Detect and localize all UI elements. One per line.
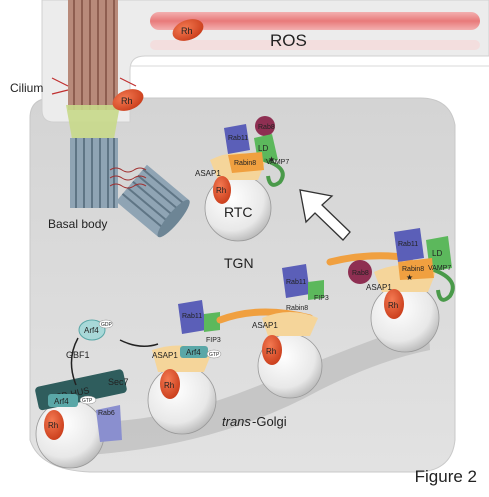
- figure-caption: Figure 2: [414, 467, 477, 486]
- svg-text:Rabin8: Rabin8: [402, 266, 424, 273]
- svg-text:Rab11: Rab11: [286, 279, 306, 286]
- vesicle-rabin8: Rh Rab11 FIP3 Rabin8 ASAP1: [216, 264, 329, 399]
- svg-text:Rab8: Rab8: [258, 124, 275, 131]
- svg-text:ASAP1: ASAP1: [366, 283, 392, 292]
- svg-text:ASAP1: ASAP1: [252, 321, 278, 330]
- arf4-gdp: Arf4 GDP: [78, 319, 114, 341]
- golgi-stalk: [60, 327, 430, 455]
- golgi-label: -Golgi: [252, 414, 287, 429]
- svg-text:Rh: Rh: [121, 96, 133, 106]
- vesicle-rab8-ld: Rh Rab11 Rab8 LD Rabin8 VAMP7 ASAP1 ★: [326, 228, 455, 353]
- svg-text:Rab11: Rab11: [182, 313, 202, 320]
- rh-ros: Rh: [172, 19, 204, 41]
- svg-text:Rab11: Rab11: [398, 241, 418, 248]
- svg-text:Rh: Rh: [216, 186, 226, 195]
- vesicle-arf4-gbf1: DCB-HUS Sec7 Arf4 GTP Rh Rab6: [35, 369, 129, 469]
- svg-text:Rabin8: Rabin8: [286, 305, 308, 312]
- gbf1-label: GBF1: [66, 350, 90, 360]
- svg-text:FIP3: FIP3: [206, 337, 221, 344]
- transport-arrow: [299, 189, 351, 241]
- svg-text:Rab6: Rab6: [98, 410, 115, 417]
- svg-text:LD: LD: [258, 144, 268, 153]
- svg-text:Rh: Rh: [181, 26, 193, 36]
- svg-text:GTP: GTP: [82, 398, 93, 404]
- basal-body-mother: [70, 138, 118, 208]
- svg-text:★: ★: [268, 155, 275, 164]
- svg-text:VAMP7: VAMP7: [266, 159, 289, 166]
- svg-text:VAMP7: VAMP7: [428, 265, 451, 272]
- svg-text:Rh: Rh: [48, 421, 58, 430]
- svg-text:ASAP1: ASAP1: [152, 351, 178, 360]
- ros-disc: [150, 12, 480, 50]
- svg-text:Rh: Rh: [388, 301, 398, 310]
- basal-body-label: Basal body: [48, 217, 107, 231]
- ros-label: ROS: [270, 31, 307, 50]
- cilium-label: Cilium: [10, 81, 43, 95]
- rh-cilium: Rh: [112, 89, 144, 111]
- basal-body-daughter: [116, 164, 190, 238]
- rtc-label: RTC: [224, 204, 253, 220]
- svg-text:GDP: GDP: [101, 322, 113, 328]
- connecting-membrane: [41, 0, 489, 123]
- svg-text:Rh: Rh: [266, 347, 276, 356]
- svg-text:Sec7: Sec7: [108, 377, 129, 387]
- svg-text:Rh: Rh: [164, 381, 174, 390]
- svg-text:ASAP1: ASAP1: [195, 169, 221, 178]
- axoneme: [51, 0, 137, 150]
- trans-label: trans: [222, 414, 251, 429]
- svg-text:LD: LD: [432, 249, 442, 258]
- svg-text:★: ★: [406, 273, 413, 282]
- basal-fibers: [109, 167, 147, 189]
- svg-text:GTP: GTP: [209, 352, 220, 358]
- svg-text:FIP3: FIP3: [314, 295, 329, 302]
- vesicle-arf4-fip3: Arf4 Rh Rab11 FIP3 ASAP1 GTP: [147, 300, 222, 435]
- svg-text:Arf4: Arf4: [186, 348, 201, 357]
- svg-text:Rabin8: Rabin8: [234, 160, 256, 167]
- svg-text:Arf4: Arf4: [84, 326, 99, 335]
- recruit-arrow: [119, 339, 159, 347]
- svg-text:Rab11: Rab11: [228, 135, 248, 142]
- rtc-vesicle: Rh Rab11 Rab8 LD Rabin8 VAMP7 ASAP1 ★: [195, 116, 289, 242]
- svg-text:Rab8: Rab8: [352, 270, 369, 277]
- svg-text:Arf4: Arf4: [54, 397, 69, 406]
- tgn-label: TGN: [224, 255, 254, 271]
- activation-arrow: [70, 337, 79, 386]
